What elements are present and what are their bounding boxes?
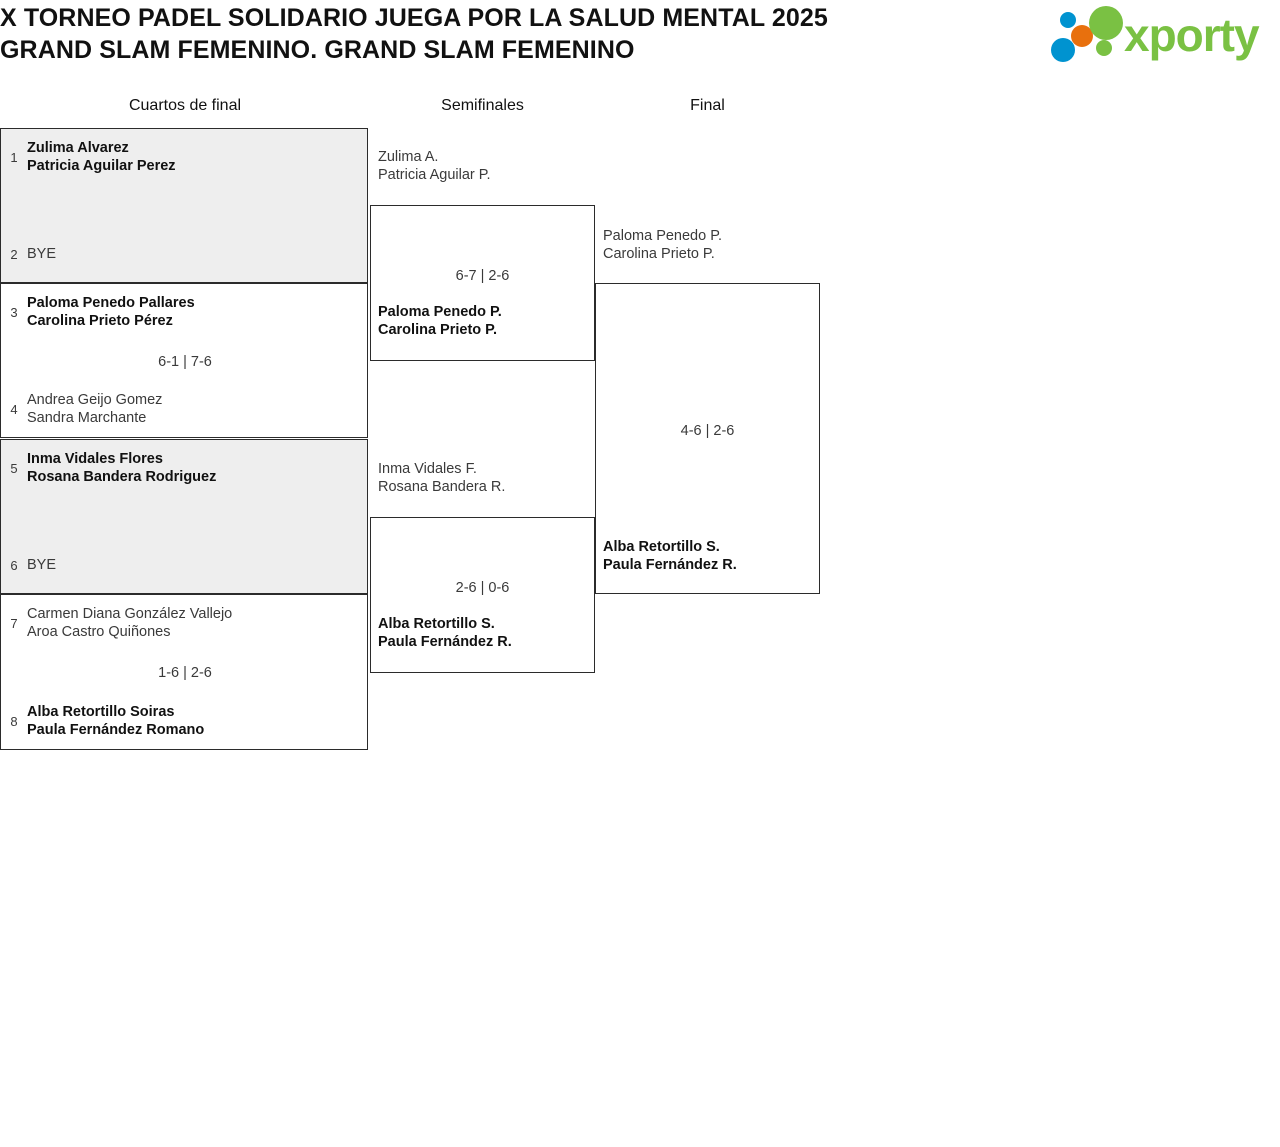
player-1: BYE: [27, 557, 57, 573]
player-1: BYE: [27, 246, 57, 262]
seed-number: 5: [10, 460, 18, 476]
player-1: Inma Vidales Flores: [27, 451, 163, 467]
match-qf-4-team-top[interactable]: 7 Carmen Diana González Vallejo Aroa Cas…: [1, 603, 369, 643]
page-title-line-2: GRAND SLAM FEMENINO. GRAND SLAM FEMENINO: [0, 36, 635, 64]
seed-number: 2: [10, 246, 18, 262]
match-final-team-bottom[interactable]: Alba Retortillo S. Paula Fernández R.: [603, 538, 737, 574]
match-qf-2-team-top[interactable]: 3 Paloma Penedo Pallares Carolina Prieto…: [1, 292, 369, 332]
player-2: Rosana Bandera Rodriguez: [27, 469, 217, 485]
team-names: Andrea Geijo Gomez Sandra Marchante: [27, 391, 162, 427]
player-1: Inma Vidales F.: [378, 461, 477, 477]
match-qf-1[interactable]: 1 Zulima Alvarez Patricia Aguilar Perez …: [0, 128, 368, 283]
page-header: X TORNEO PADEL SOLIDARIO JUEGA POR LA SA…: [0, 0, 1280, 90]
player-2: Patricia Aguilar P.: [378, 167, 491, 183]
match-qf-2[interactable]: 3 Paloma Penedo Pallares Carolina Prieto…: [0, 283, 368, 438]
team-names: Alba Retortillo Soiras Paula Fernández R…: [27, 703, 204, 739]
logo-dot-blue-bottom: [1051, 38, 1075, 62]
match-final-team-top[interactable]: Paloma Penedo P. Carolina Prieto P.: [603, 227, 722, 263]
logo-dot-green-big: [1089, 6, 1123, 40]
team-names: Zulima Alvarez Patricia Aguilar Perez: [27, 139, 176, 175]
player-1: Zulima Alvarez: [27, 140, 129, 156]
match-qf-2-team-bottom[interactable]: 4 Andrea Geijo Gomez Sandra Marchante: [1, 389, 369, 429]
player-2: Paula Fernández R.: [378, 634, 512, 650]
player-2: Aroa Castro Quiñones: [27, 624, 171, 640]
team-names: Paloma Penedo Pallares Carolina Prieto P…: [27, 294, 195, 330]
player-2: Carolina Prieto P.: [378, 322, 497, 338]
player-1: Alba Retortillo S.: [378, 616, 495, 632]
seed-number: 4: [10, 401, 18, 417]
tournament-bracket: 1 Zulima Alvarez Patricia Aguilar Perez …: [0, 128, 840, 758]
match-sf-2-team-bottom[interactable]: Alba Retortillo S. Paula Fernández R.: [378, 615, 512, 651]
player-1: Paloma Penedo P.: [603, 228, 723, 244]
match-qf-4[interactable]: 7 Carmen Diana González Vallejo Aroa Cas…: [0, 594, 368, 750]
logo-dot-green-small: [1096, 40, 1112, 56]
match-qf-2-score: 6-1 | 7-6: [158, 354, 212, 370]
xporty-logo[interactable]: xporty: [1046, 3, 1274, 63]
player-1: Andrea Geijo Gomez: [27, 392, 163, 408]
round-header-final: Final: [690, 97, 725, 114]
logo-dot-orange: [1071, 25, 1093, 47]
match-qf-3-team-top[interactable]: 5 Inma Vidales Flores Rosana Bandera Rod…: [1, 448, 369, 488]
player-2: Paula Fernández R.: [603, 557, 737, 573]
player-1: Paloma Penedo P.: [378, 304, 502, 320]
player-2: Rosana Bandera R.: [378, 479, 506, 495]
match-qf-3[interactable]: 5 Inma Vidales Flores Rosana Bandera Rod…: [0, 439, 368, 594]
team-names: Inma Vidales Flores Rosana Bandera Rodri…: [27, 450, 216, 486]
match-qf-1-team-bottom[interactable]: 2 BYE: [1, 234, 369, 274]
seed-number: 1: [10, 149, 18, 165]
page-title-line-1: X TORNEO PADEL SOLIDARIO JUEGA POR LA SA…: [0, 4, 828, 32]
logo-dot-blue-top: [1060, 12, 1076, 28]
match-final[interactable]: 4-6 | 2-6: [595, 283, 820, 594]
match-sf-1-score: 6-7 | 2-6: [455, 268, 510, 284]
match-qf-1-team-top[interactable]: 1 Zulima Alvarez Patricia Aguilar Perez: [1, 137, 369, 177]
player-1: Paloma Penedo Pallares: [27, 295, 195, 311]
player-1: Zulima A.: [378, 149, 439, 165]
match-sf-1[interactable]: 6-7 | 2-6: [370, 205, 595, 361]
match-sf-2-team-top[interactable]: Inma Vidales F. Rosana Bandera R.: [378, 460, 505, 496]
match-sf-2-score: 2-6 | 0-6: [455, 580, 510, 596]
player-2: Patricia Aguilar Perez: [27, 158, 176, 174]
logo-wordmark: xporty: [1124, 9, 1260, 61]
match-qf-3-team-bottom[interactable]: 6 BYE: [1, 545, 369, 585]
seed-number: 8: [10, 713, 18, 729]
team-names: Carmen Diana González Vallejo Aroa Castr…: [27, 605, 232, 641]
seed-number: 3: [10, 304, 18, 320]
player-1: Alba Retortillo Soiras: [27, 704, 175, 720]
player-2: Carolina Prieto P.: [603, 246, 715, 262]
seed-number: 7: [10, 615, 18, 631]
tournament-title: X TORNEO PADEL SOLIDARIO JUEGA POR LA SA…: [0, 2, 1000, 66]
round-header-semifinals: Semifinales: [441, 97, 524, 114]
match-sf-2[interactable]: 2-6 | 0-6: [370, 517, 595, 673]
player-1: Carmen Diana González Vallejo: [27, 606, 233, 622]
seed-number: 6: [10, 557, 18, 573]
match-sf-1-team-top[interactable]: Zulima A. Patricia Aguilar P.: [378, 148, 491, 184]
team-names: BYE: [27, 556, 56, 574]
player-1: Alba Retortillo S.: [603, 539, 720, 555]
match-sf-1-team-bottom[interactable]: Paloma Penedo P. Carolina Prieto P.: [378, 303, 502, 339]
match-final-score: 4-6 | 2-6: [680, 423, 735, 439]
player-2: Carolina Prieto Pérez: [27, 313, 173, 329]
round-header-quarterfinals: Cuartos de final: [128, 97, 242, 114]
player-2: Sandra Marchante: [27, 410, 147, 426]
player-2: Paula Fernández Romano: [27, 722, 205, 738]
match-qf-4-score: 1-6 | 2-6: [158, 665, 212, 681]
xporty-logo-svg: xporty: [1051, 6, 1261, 62]
team-names: BYE: [27, 245, 56, 263]
match-qf-4-team-bottom[interactable]: 8 Alba Retortillo Soiras Paula Fernández…: [1, 701, 369, 741]
